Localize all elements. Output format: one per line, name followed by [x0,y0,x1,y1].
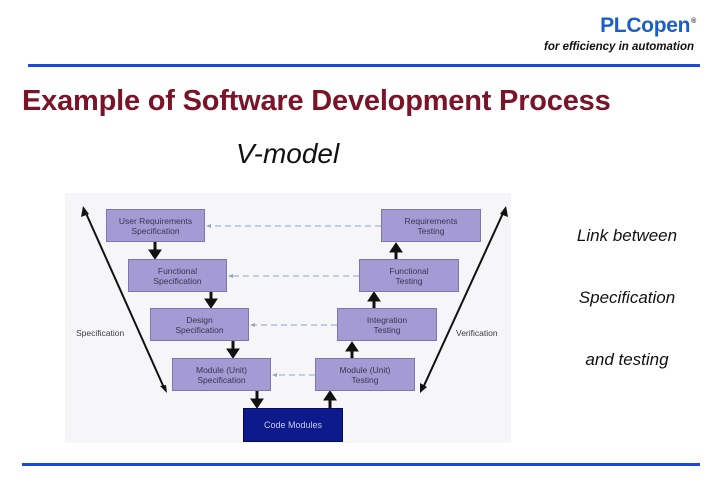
plcopen-logo: PLCopen® [600,14,696,38]
specification-axis-label: Specification [76,328,125,338]
box-code-modules: Code Modules [243,408,343,442]
verification-axis-arrow [420,206,508,393]
verification-axis-label: Verification [456,328,498,338]
logo-tagline: for efficiency in automation [544,41,694,53]
verification-links [209,225,381,376]
top-divider [28,64,700,67]
slide-subtitle: V-model [236,138,340,169]
logo-name: PLCopen [600,14,691,37]
side-note-line-3: and testing [585,350,669,369]
box-module-unit-testing: Module (Unit)Testing [315,358,415,391]
spec-down-arrows [148,242,264,409]
specification-axis-arrow [81,206,167,393]
diagram-connectors [81,206,508,409]
side-note-line-2: Specification [578,288,676,307]
test-up-arrows [323,242,403,408]
registered-mark: ® [691,18,696,25]
verification-link-arrowheads [206,224,277,377]
box-module-unit-specification: Module (Unit)Specification [172,358,271,391]
bottom-divider [22,463,700,466]
slide-title: Example of Software Development Process [22,85,611,117]
side-note-line-1: Link between [576,226,678,245]
